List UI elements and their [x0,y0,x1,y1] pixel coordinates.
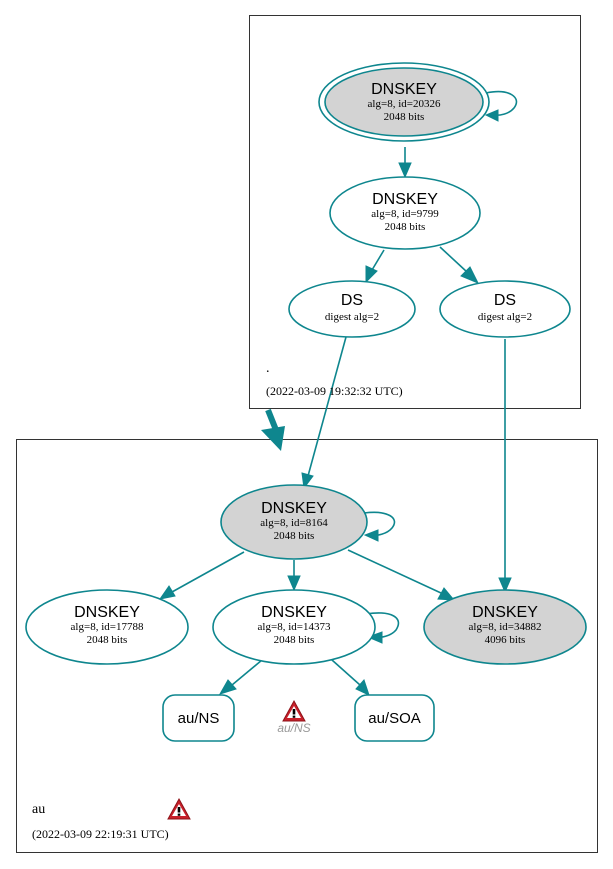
arrowhead [498,577,512,594]
node-title: DS [494,292,516,309]
node-detail: alg=8, id=8164 [260,517,328,529]
au-key-14373-node[interactable]: DNSKEY alg=8, id=14373 2048 bits [212,589,376,665]
arrowhead [158,585,176,600]
node-size: 2048 bits [274,634,315,646]
node-size: 2048 bits [384,111,425,123]
node-title: DNSKEY [261,500,327,517]
arrowhead [484,109,499,122]
root-ksk-node[interactable]: DNSKEY alg=8, id=20326 2048 bits [318,62,490,142]
node-size: 2048 bits [385,221,426,233]
edge-14373-to-soa [331,659,361,686]
node-title: DNSKEY [472,604,538,621]
rrset-label: au/SOA [368,710,421,727]
arrowhead [355,679,370,696]
ns-warning[interactable]: au/NS [277,700,311,735]
au-ns-rrset-node[interactable]: au/NS [162,694,235,742]
root-zone-timestamp: (2022-03-09 19:32:32 UTC) [266,384,403,398]
self-loop-root-ksk [485,90,518,117]
node-detail: alg=8, id=14373 [258,621,331,633]
node-size: 2048 bits [274,530,315,542]
arrowhead [287,575,301,592]
arrowhead [365,265,378,284]
edge-au-ksk-to-34882 [347,549,442,594]
rrset-label: au/NS [178,710,220,727]
au-key-34882-node[interactable]: DNSKEY alg=8, id=34882 4096 bits [423,589,587,665]
edge-zsk-to-ds-right [439,246,468,273]
node-detail: alg=8, id=17788 [71,621,144,633]
arrowhead [366,631,383,644]
delegation-arrow [265,408,279,432]
arrowhead [301,472,314,490]
node-detail: alg=8, id=34882 [469,621,542,633]
root-zone-label: . [266,361,270,376]
node-title: DNSKEY [371,81,437,98]
node-title: DNSKEY [261,604,327,621]
au-zone-label: au [32,802,45,817]
edge-ds-left-to-au-ksk [307,336,347,477]
au-key-17788-node[interactable]: DNSKEY alg=8, id=17788 2048 bits [25,589,189,665]
au-ksk-node[interactable]: DNSKEY alg=8, id=8164 2048 bits [220,484,368,560]
edge-zsk-to-ds-left [371,249,385,271]
root-ds-right-node[interactable]: DS digest alg=2 [439,280,571,338]
arrowhead [437,587,456,601]
node-size: 4096 bits [485,634,526,646]
arrowhead [363,529,379,542]
arrowhead [460,266,480,284]
au-soa-rrset-node[interactable]: au/SOA [354,694,435,742]
au-zone-timestamp: (2022-03-09 22:19:31 UTC) [32,827,169,841]
warning-label: au/NS [277,721,310,735]
arrowhead [398,162,412,179]
node-title: DNSKEY [372,191,438,208]
node-title: DNSKEY [74,604,140,621]
node-size: 2048 bits [87,634,128,646]
arrowhead [261,426,285,451]
node-title: DS [341,292,363,309]
node-detail: alg=8, id=20326 [368,98,441,110]
node-detail: alg=8, id=9799 [371,208,439,220]
arrowhead [218,679,237,695]
root-zsk-node[interactable]: DNSKEY alg=8, id=9799 2048 bits [329,176,481,250]
edge-au-ksk-to-17788 [171,551,245,593]
root-ds-left-node[interactable]: DS digest alg=2 [288,280,416,338]
edge-14373-to-ns [231,659,263,686]
node-detail: digest alg=2 [478,311,532,323]
node-detail: digest alg=2 [325,311,379,323]
